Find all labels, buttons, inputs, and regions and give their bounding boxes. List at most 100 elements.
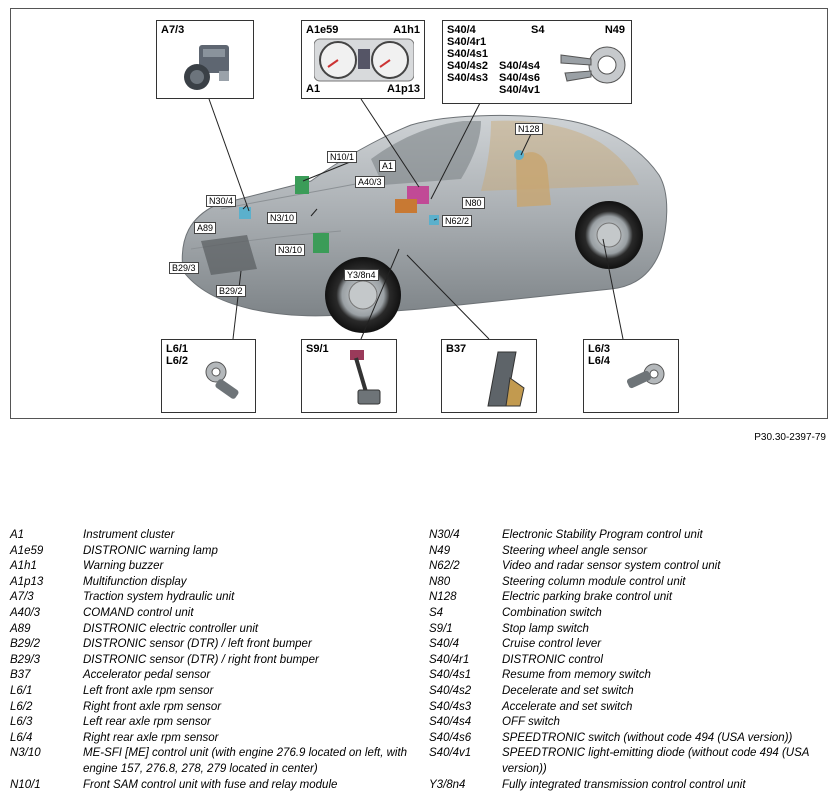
legend-description: Fully integrated transmission control co… xyxy=(502,778,746,791)
hydraulic-unit-icon xyxy=(184,45,229,90)
legend-code: N62/2 xyxy=(429,560,460,573)
legend-row: Y3/8n4 Fully integrated transmission cont… xyxy=(429,778,829,794)
car-body xyxy=(181,114,668,333)
callout-combination-switch: S40/4 S40/4r1 S40/4s1 S40/4s2 S40/4s3 S4… xyxy=(442,20,632,104)
n128-component xyxy=(514,150,524,160)
legend-code: S40/4s3 xyxy=(429,700,472,713)
legend-description: Video and radar sensor system control un… xyxy=(502,560,721,573)
legend-code: A89 xyxy=(10,622,31,635)
callout-label: L6/2 xyxy=(166,355,189,367)
legend-description: Resume from memory switch xyxy=(502,669,651,682)
legend-description: DISTRONIC warning lamp xyxy=(83,544,218,557)
legend-row: L6/2 Right front axle rpm sensor xyxy=(10,700,415,716)
leader-lines xyxy=(208,98,624,340)
legend-description: Electronic Stability Program control uni… xyxy=(502,529,703,541)
callout-label: A1p13 xyxy=(386,83,420,95)
legend-row: N30/4 Electronic Stability Program contro… xyxy=(429,528,829,544)
legend-code: L6/4 xyxy=(10,731,33,744)
car-label: N10/1 xyxy=(327,151,358,163)
brake-pedal-icon xyxy=(350,350,381,405)
callout-label: S40/4r1 xyxy=(447,36,487,48)
callout-label: A1h1 xyxy=(393,24,420,36)
legend-description: Combination switch xyxy=(502,606,602,619)
callout-label: A1e59 xyxy=(306,24,339,36)
legend-description: Accelerator pedal sensor xyxy=(83,669,211,682)
legend-description: Electric parking brake control unit xyxy=(502,591,673,604)
legend-code: S40/4s6 xyxy=(429,731,472,744)
car-label: N62/2 xyxy=(442,215,473,227)
legend-description: DISTRONIC sensor (DTR) / left front bump… xyxy=(83,638,312,651)
callout-label: L6/4 xyxy=(588,355,611,367)
legend-row: S4 Combination switch xyxy=(429,606,829,622)
legend-code: B29/2 xyxy=(10,638,41,651)
a40-3-component xyxy=(395,199,417,213)
legend-row: S40/4s1 Resume from memory switch xyxy=(429,668,829,684)
legend-description: SPEEDTRONIC light-emitting diode (withou… xyxy=(502,747,810,775)
car-illustration xyxy=(181,98,668,340)
legend-code: Y3/8n4 xyxy=(429,778,466,791)
callout-label: S40/4s2 xyxy=(447,60,488,72)
legend-code: A1 xyxy=(10,529,25,541)
legend-row: N62/2 Video and radar sensor system contr… xyxy=(429,559,829,575)
legend-code: N80 xyxy=(429,575,451,588)
legend-code: A1h1 xyxy=(10,560,37,573)
legend-row: B37 Accelerator pedal sensor xyxy=(10,668,415,684)
car-label: N80 xyxy=(462,197,485,209)
rpm-sensor-icon xyxy=(626,363,665,389)
legend-code: N30/4 xyxy=(429,529,460,541)
legend-description: Right front axle rpm sensor xyxy=(83,700,222,713)
legend-description: DISTRONIC electric controller unit xyxy=(83,622,259,635)
component-location-diagram: A7/3 A1e59 A1h1 A1 A1p13 S40/4 S40/4r1 S… xyxy=(10,8,828,419)
legend-code: A1p13 xyxy=(10,575,44,588)
car-label: A1 xyxy=(379,160,397,172)
legend-description: Steering wheel angle sensor xyxy=(502,544,648,557)
legend-row: L6/4 Right rear axle rpm sensor xyxy=(10,731,415,747)
callout-label: L6/3 xyxy=(588,343,611,355)
legend-code: L6/3 xyxy=(10,716,33,729)
legend-code: S40/4 xyxy=(429,638,460,651)
figure-reference: P30.30-2397-79 xyxy=(754,432,826,443)
legend-code: B37 xyxy=(10,669,31,682)
car-label: Y3/8n4 xyxy=(344,269,379,281)
n10-1-component xyxy=(295,176,309,194)
legend-code: S4 xyxy=(429,606,444,619)
callout-label: S40/4s4 xyxy=(499,60,540,72)
steering-switch-icon xyxy=(560,46,626,84)
legend-code: A40/3 xyxy=(10,606,41,619)
legend-code: L6/2 xyxy=(10,700,33,713)
legend-description: Right rear axle rpm sensor xyxy=(83,731,219,744)
callout-label: S40/4v1 xyxy=(499,84,540,96)
callout-rear-axle-sensors: L6/3 L6/4 xyxy=(583,339,679,413)
legend-code: S40/4s1 xyxy=(429,669,472,682)
legend-description: COMAND control unit xyxy=(83,606,194,619)
car-label: N3/10 xyxy=(275,244,306,256)
callout-label: B37 xyxy=(446,343,467,355)
legend-description: Left front axle rpm sensor xyxy=(83,684,214,697)
legend-description: DISTRONIC control xyxy=(502,653,603,666)
legend-description: Stop lamp switch xyxy=(502,622,589,635)
car-label: N3/10 xyxy=(267,212,298,224)
instrument-cluster-icon xyxy=(314,38,414,82)
legend-description: Warning buzzer xyxy=(83,560,164,573)
legend-description: Accelerate and set switch xyxy=(502,700,633,713)
legend-code: B29/3 xyxy=(10,653,41,666)
callout-label: N49 xyxy=(604,24,625,36)
callout-label: S40/4s1 xyxy=(447,48,488,60)
